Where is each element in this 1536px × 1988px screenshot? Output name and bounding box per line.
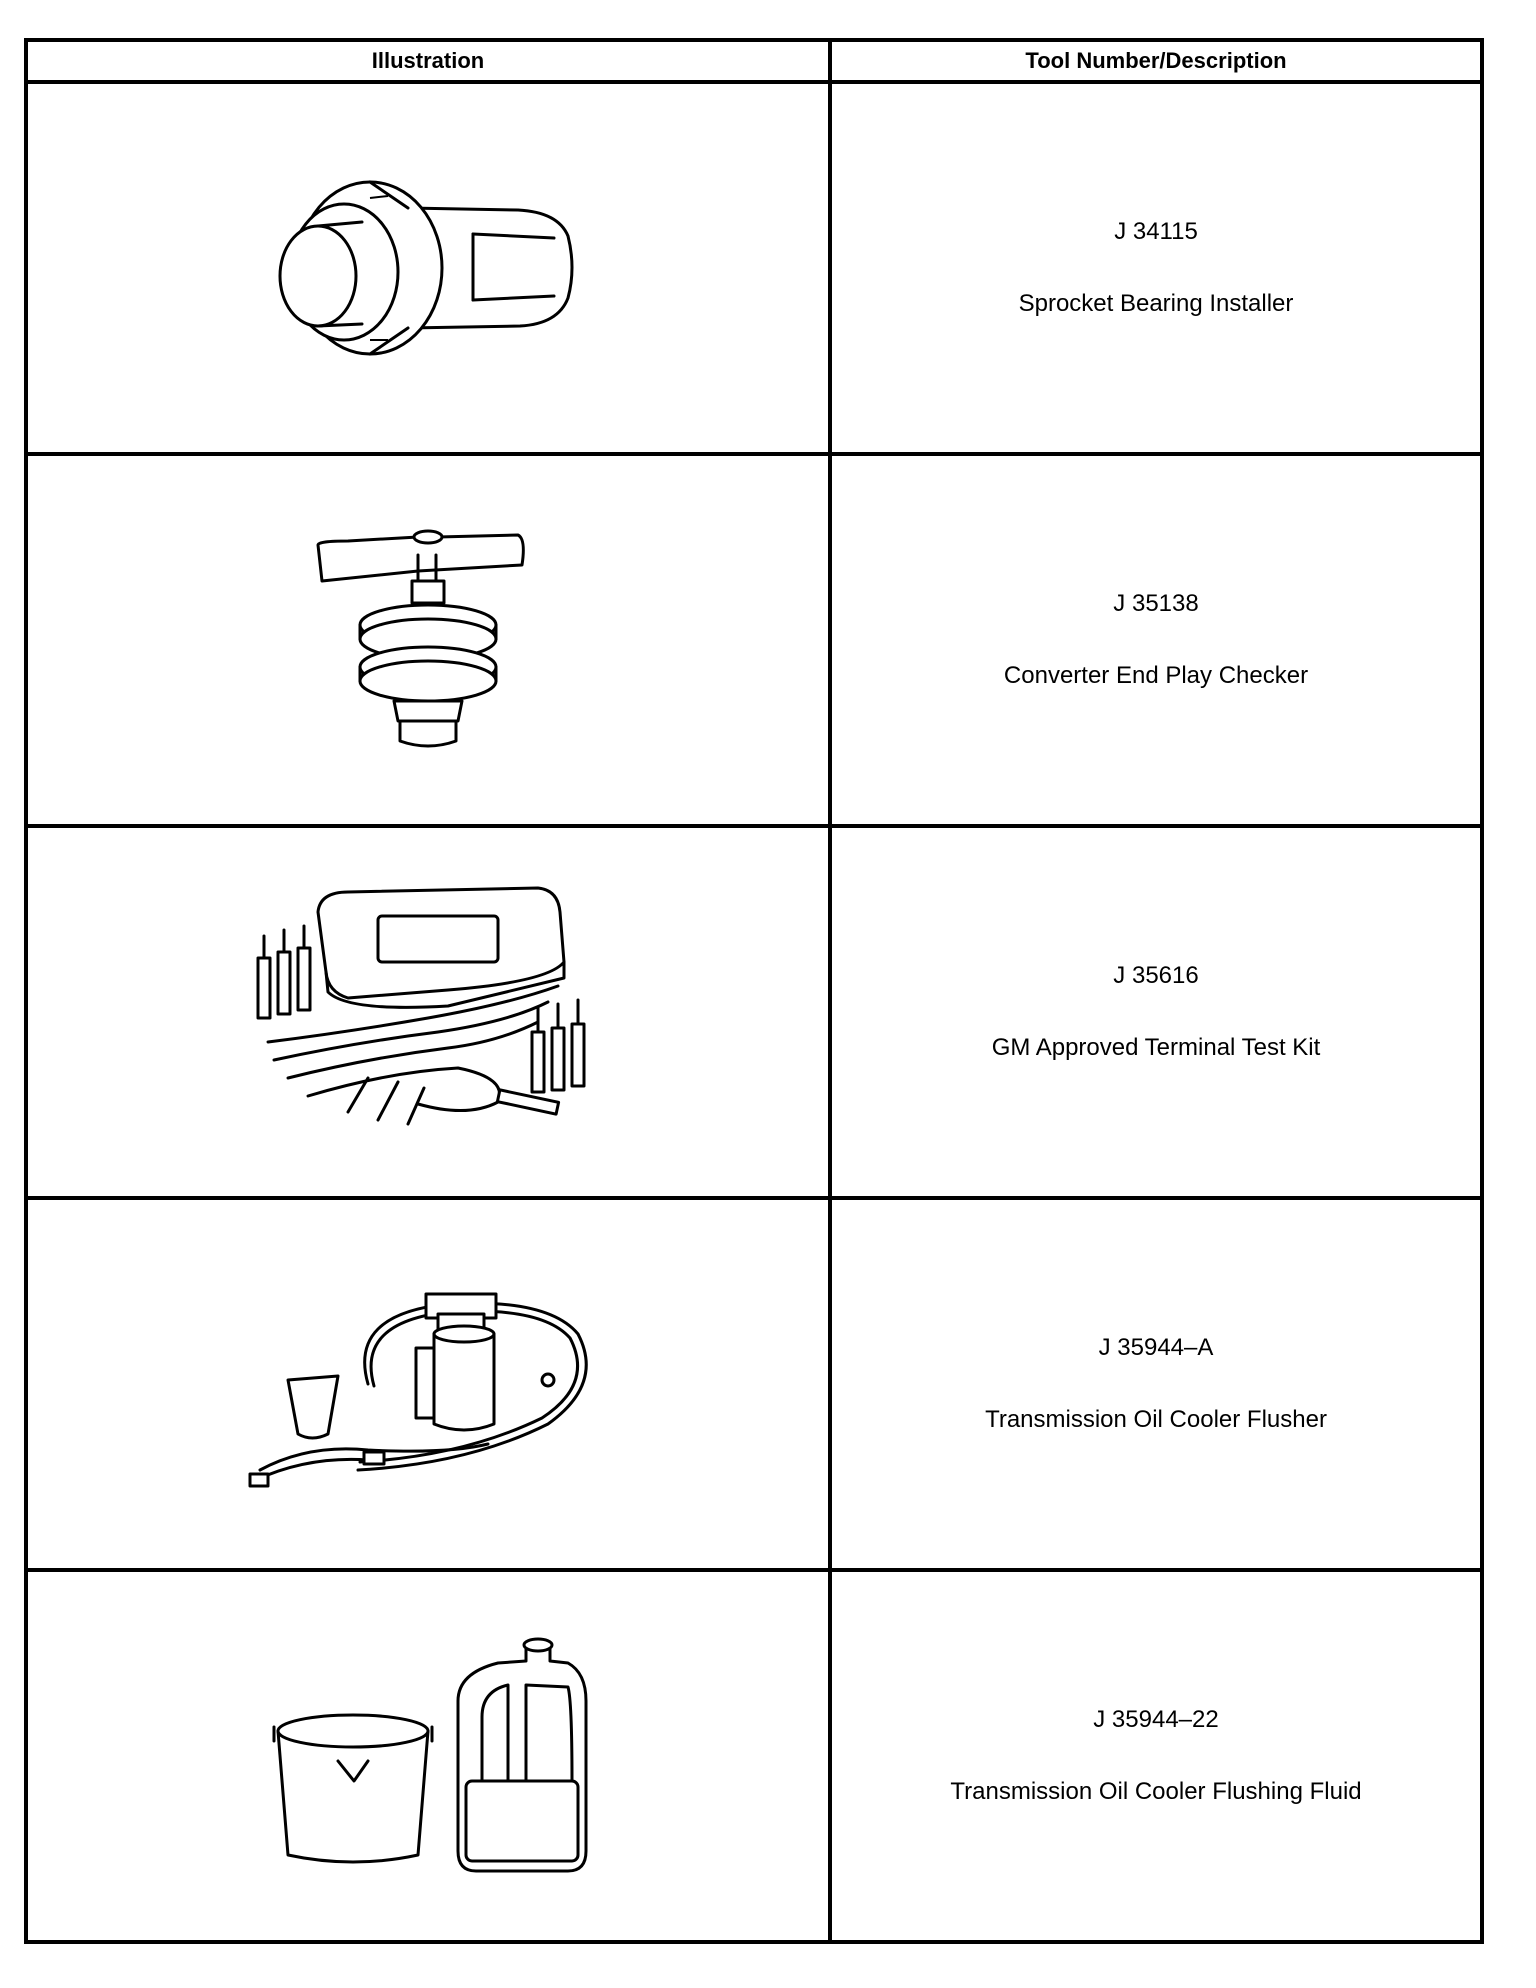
tool-description-cell: J 35944–22 Transmission Oil Cooler Flush… bbox=[828, 1568, 1484, 1944]
illustration-cell bbox=[24, 1196, 832, 1572]
tool-description-cell: J 35944–A Transmission Oil Cooler Flushe… bbox=[828, 1196, 1484, 1572]
terminal-test-kit-icon bbox=[256, 886, 586, 1126]
table-row: J 34115 Sprocket Bearing Installer bbox=[24, 80, 1484, 456]
tool-description-cell: J 34115 Sprocket Bearing Installer bbox=[828, 80, 1484, 456]
special-tools-table: Illustration Tool Number/Description bbox=[24, 38, 1484, 1944]
table-row: J 35944–22 Transmission Oil Cooler Flush… bbox=[24, 1568, 1484, 1944]
illustration-cell bbox=[24, 824, 832, 1200]
converter-end-play-checker-icon bbox=[316, 529, 525, 748]
table-row: J 35138 Converter End Play Checker bbox=[24, 452, 1484, 828]
tool-description-cell: J 35138 Converter End Play Checker bbox=[828, 452, 1484, 828]
illustration-cell bbox=[24, 452, 832, 828]
tool-description: Transmission Oil Cooler Flushing Fluid bbox=[950, 1778, 1362, 1805]
tool-description: GM Approved Terminal Test Kit bbox=[991, 1034, 1321, 1061]
table-row: J 35616 GM Approved Terminal Test Kit bbox=[24, 824, 1484, 1200]
tool-description: Converter End Play Checker bbox=[1003, 662, 1309, 689]
table-row: J 35944–A Transmission Oil Cooler Flushe… bbox=[24, 1196, 1484, 1572]
tool-description: Transmission Oil Cooler Flusher bbox=[985, 1406, 1327, 1433]
flushing-fluid-icon bbox=[272, 1637, 588, 1873]
tool-number: J 34115 bbox=[1114, 218, 1198, 245]
tool-column-header: Tool Number/Description bbox=[828, 38, 1484, 84]
illustration-cell bbox=[24, 80, 832, 456]
header-row: Illustration Tool Number/Description bbox=[24, 38, 1484, 84]
sprocket-bearing-installer-icon bbox=[278, 180, 574, 356]
illustration-cell bbox=[24, 1568, 832, 1944]
tool-number: J 35944–22 bbox=[1093, 1706, 1219, 1733]
tool-number: J 35138 bbox=[1113, 590, 1199, 617]
oil-cooler-flusher-icon bbox=[248, 1292, 588, 1488]
tool-description: Sprocket Bearing Installer bbox=[1018, 290, 1294, 317]
tool-description-cell: J 35616 GM Approved Terminal Test Kit bbox=[828, 824, 1484, 1200]
illustration-column-header: Illustration bbox=[24, 38, 832, 84]
tool-number: J 35944–A bbox=[1098, 1334, 1214, 1361]
tool-number: J 35616 bbox=[1113, 962, 1199, 989]
